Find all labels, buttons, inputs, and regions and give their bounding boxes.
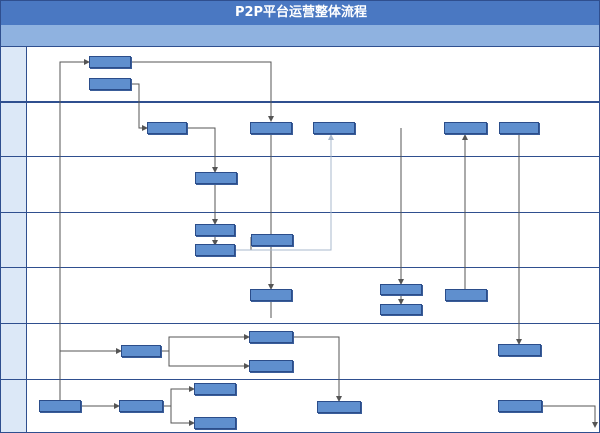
- lane-header-risk-control: [1, 156, 27, 212]
- node-market-2[interactable]: [89, 78, 131, 90]
- header-strip: [1, 25, 599, 47]
- node-market-1[interactable]: [89, 56, 131, 68]
- node-legal-2[interactable]: [195, 244, 235, 256]
- node-ops-5[interactable]: [317, 401, 361, 413]
- connector: [168, 351, 250, 369]
- lane-header-operations: [1, 379, 27, 432]
- connector: [131, 61, 274, 122]
- node-risk-1[interactable]: [195, 172, 237, 184]
- node-marketing-1[interactable]: [121, 345, 161, 357]
- node-ops-1[interactable]: [39, 400, 81, 412]
- node-ops-3[interactable]: [194, 383, 236, 395]
- lane-header-it: [1, 267, 27, 323]
- node-legal-1[interactable]: [195, 224, 235, 236]
- lane-divider: [1, 212, 599, 213]
- connector: [170, 406, 195, 426]
- connector: [187, 127, 218, 173]
- connector: [163, 386, 195, 407]
- node-it-3[interactable]: [380, 304, 422, 315]
- node-marketing-3[interactable]: [249, 360, 293, 372]
- lane-divider: [1, 379, 599, 380]
- node-ops-4[interactable]: [194, 417, 236, 429]
- lane-divider: [1, 267, 599, 268]
- node-marketing-2[interactable]: [249, 331, 293, 343]
- node-product-2[interactable]: [250, 122, 292, 134]
- connector: [236, 134, 334, 251]
- node-it-1[interactable]: [250, 289, 292, 301]
- lane-header-market-research: [1, 47, 27, 102]
- connector: [542, 405, 598, 428]
- lane-header-marketing: [1, 323, 27, 379]
- connector: [59, 59, 90, 406]
- node-product-3[interactable]: [313, 122, 355, 134]
- node-product-4[interactable]: [444, 122, 487, 134]
- node-product-5[interactable]: [499, 122, 539, 134]
- lane-header-legal: [1, 212, 27, 267]
- connector: [236, 237, 252, 251]
- lane-divider: [1, 156, 599, 157]
- node-it-2[interactable]: [380, 284, 422, 295]
- node-ops-6[interactable]: [498, 400, 542, 412]
- connector: [131, 83, 148, 131]
- node-ops-2[interactable]: [119, 400, 163, 412]
- node-legal-3[interactable]: [251, 234, 293, 246]
- connector: [161, 334, 250, 352]
- lane-header-product-dev: [1, 102, 27, 156]
- node-marketing-4[interactable]: [498, 344, 541, 356]
- lane-divider: [1, 101, 599, 103]
- node-it-4[interactable]: [445, 289, 487, 301]
- lane-divider: [1, 323, 599, 324]
- node-product-1[interactable]: [147, 122, 187, 134]
- connector: [293, 336, 342, 402]
